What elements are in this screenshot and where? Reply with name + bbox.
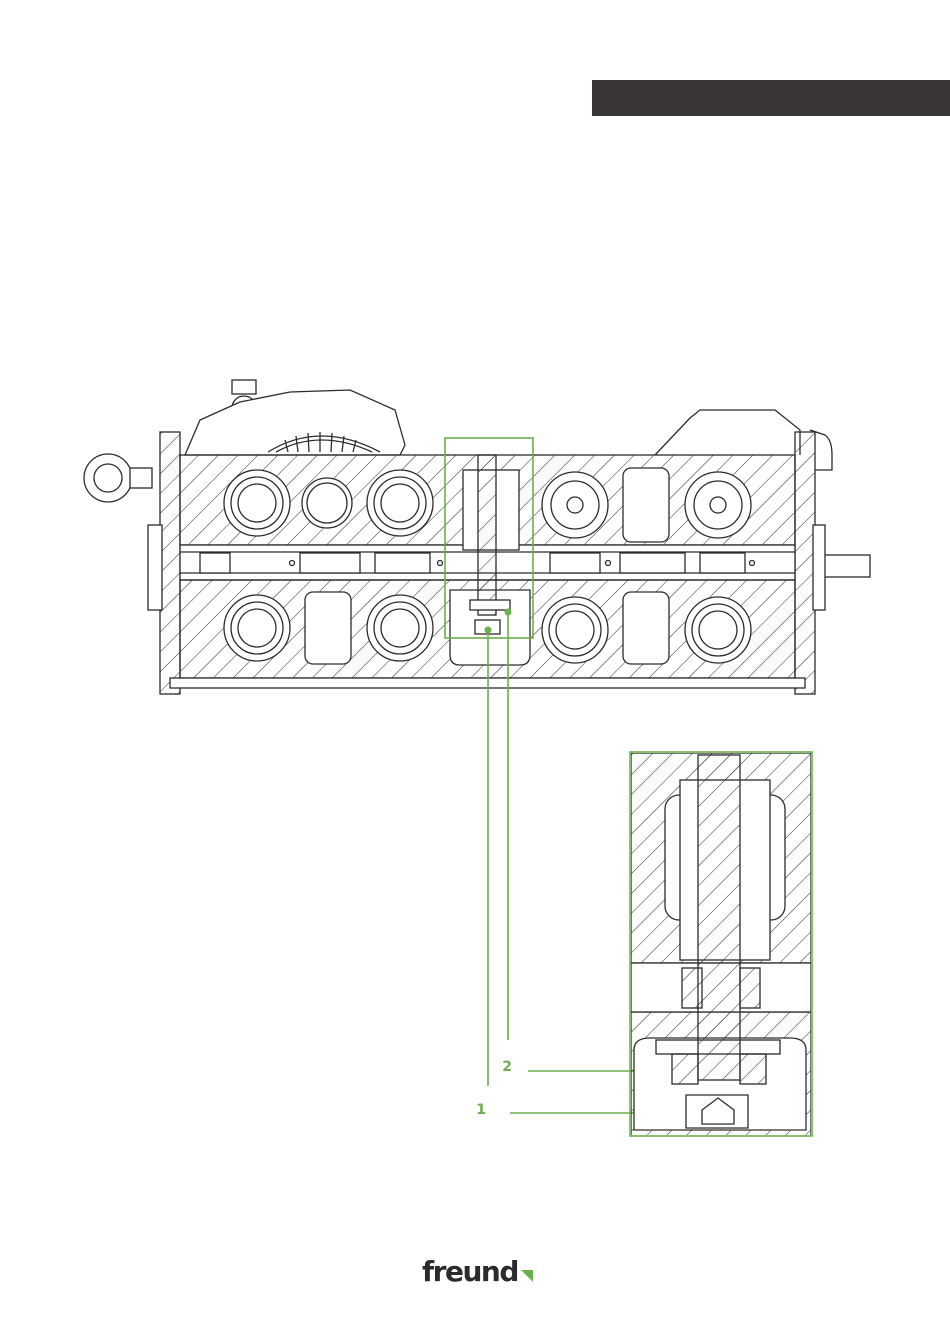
machine-assembly [84,380,870,694]
brand-logo: freund [422,1250,533,1286]
right-end-plate [795,432,815,694]
callout-2-label: 2 [502,1059,512,1075]
detail-view [631,753,811,1136]
eye-bolt [84,454,152,502]
brand-name: freund [422,1258,518,1286]
left-end-plate [160,432,180,694]
callout-1-label: 1 [476,1102,486,1118]
brand-mark-icon [521,1270,533,1282]
central-bolt [463,455,519,634]
